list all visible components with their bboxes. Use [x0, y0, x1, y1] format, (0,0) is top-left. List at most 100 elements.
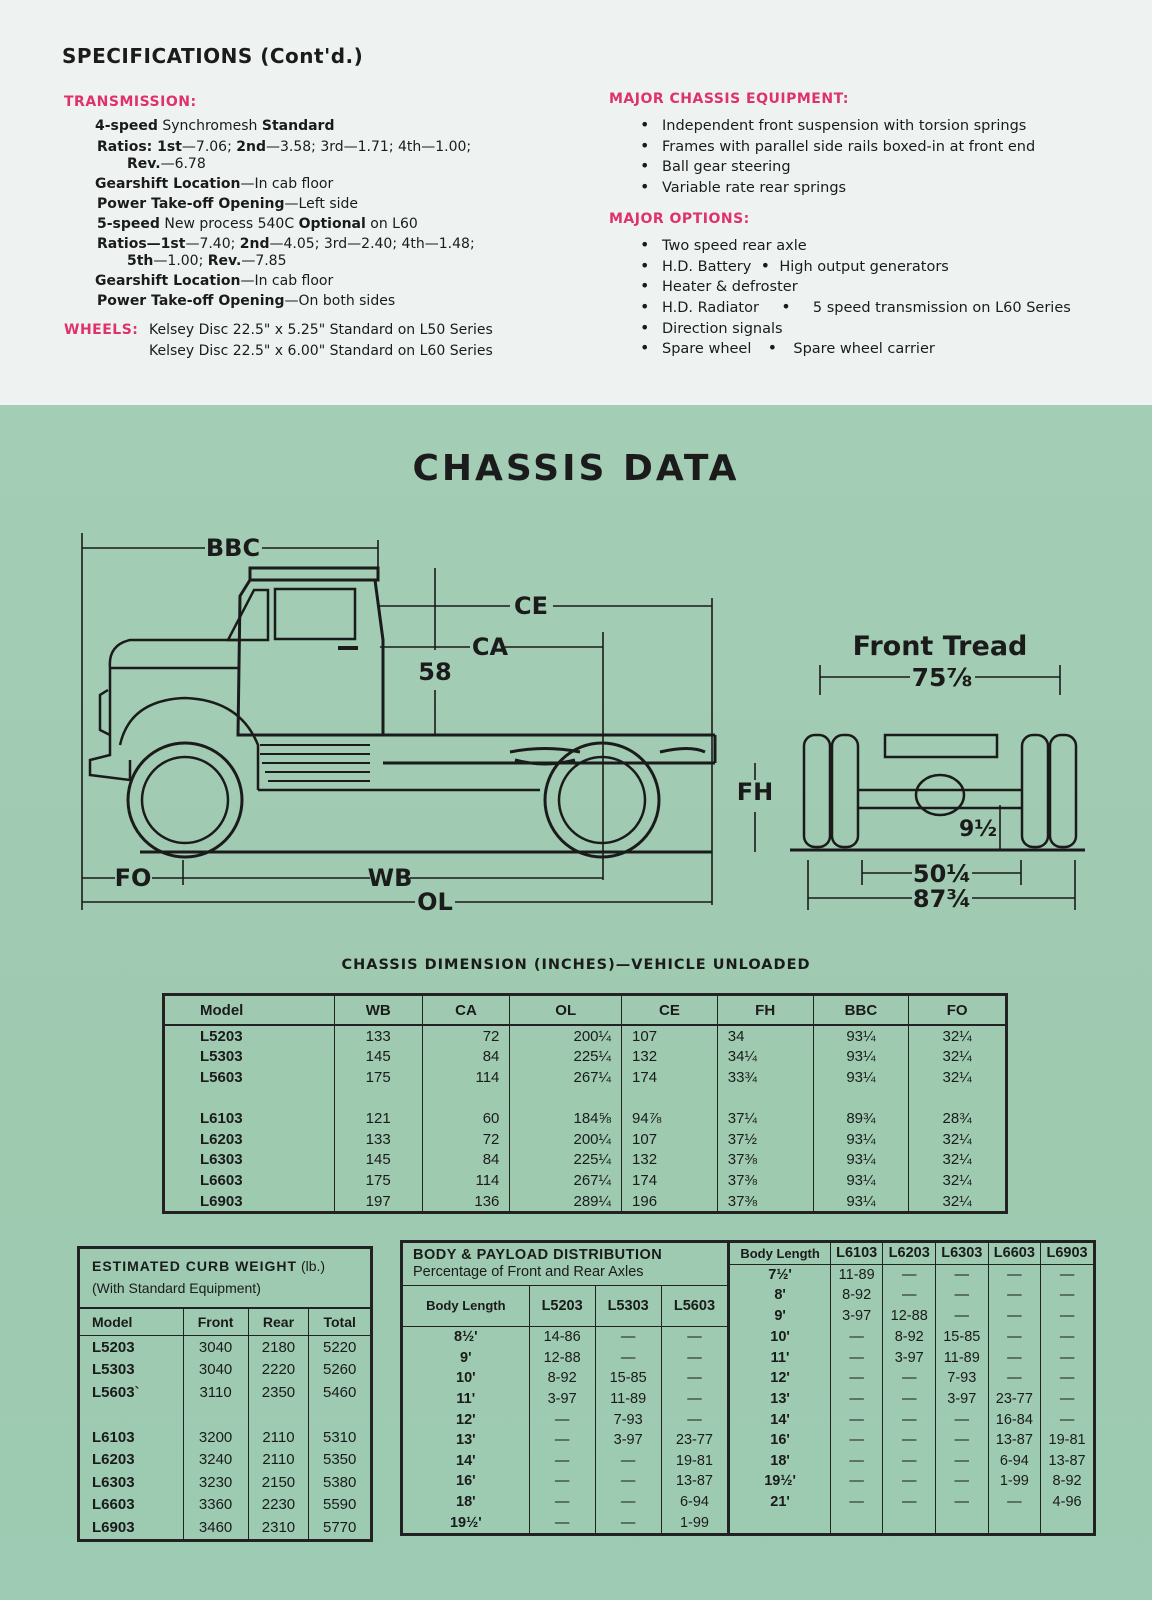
table-cell: 28¾	[908, 1108, 1007, 1129]
list-item: •Two speed rear axle	[640, 235, 807, 254]
table-cell: —	[987, 1326, 1041, 1348]
table-cell: 84	[421, 1046, 510, 1068]
model-cell: L6303	[92, 1473, 135, 1491]
column-header: Total	[308, 1308, 372, 1336]
table-cell: 200¼	[509, 1128, 622, 1150]
transmission-heading: TRANSMISSION:	[64, 94, 197, 110]
table-cell: 121	[333, 1108, 423, 1129]
column-header: OL	[509, 994, 622, 1026]
list-item: •Ball gear steering	[640, 156, 791, 176]
bold-text: Rev.	[207, 253, 242, 269]
table-cell: 32¼	[908, 1128, 1007, 1150]
table-cell: 267¼	[509, 1067, 622, 1088]
table-cell	[716, 1087, 814, 1109]
bold-text: Gearshift Location	[95, 273, 241, 289]
table-cell: 15-85	[935, 1326, 989, 1348]
dimension-lines	[81, 533, 756, 910]
table-cell: 197	[333, 1190, 423, 1213]
table-cell: —	[987, 1368, 1041, 1389]
table-cell: 12-88	[882, 1305, 936, 1327]
table-cell: 267¼	[509, 1170, 622, 1191]
column-header: Model	[163, 994, 335, 1026]
table-cell: 107	[621, 1025, 718, 1047]
truck-side-view	[88, 566, 717, 859]
table-cell: 13-87	[987, 1429, 1041, 1451]
bold-text: Power Take-off Opening	[97, 293, 285, 309]
table-cell: —	[528, 1471, 596, 1492]
body-length-cell: 10'	[456, 1370, 476, 1387]
text: —7.85	[241, 253, 287, 269]
fh-label: FH	[737, 778, 773, 806]
table-cell: 8-92	[882, 1326, 936, 1348]
bold-text: Standard	[261, 118, 335, 134]
table-cell	[621, 1087, 718, 1109]
list-item: •Spare wheel•Spare wheel carrier	[640, 338, 935, 358]
transmission-line: 5th—1.00; Rev.—7.85	[127, 253, 287, 269]
column-header: L5603	[660, 1285, 729, 1327]
table-cell: 225¼	[509, 1046, 622, 1068]
table-cell: 3460	[182, 1516, 249, 1540]
body-length-cell: 16'	[456, 1473, 476, 1490]
table-cell: —	[987, 1305, 1041, 1327]
table-cell: 174	[621, 1067, 718, 1088]
wb-label: WB	[368, 864, 413, 892]
ce-label: CE	[514, 592, 548, 620]
table-cell: 5590	[308, 1493, 372, 1516]
table-cell: 2110	[247, 1448, 309, 1471]
table-cell: —	[1040, 1305, 1095, 1327]
body-length-cell: 16'	[727, 1429, 831, 1451]
table-cell: 133	[333, 1128, 423, 1150]
body-length-cell: 11'	[727, 1347, 831, 1369]
table-cell: 89¾	[812, 1108, 909, 1129]
table-cell: 8-92	[829, 1285, 883, 1306]
table-cell: 3360	[182, 1493, 249, 1516]
table-cell: —	[594, 1347, 662, 1369]
major-options-heading: MAJOR OPTIONS:	[609, 211, 750, 227]
body-length-cell: 9'	[460, 1349, 472, 1366]
model-cell: L6603	[200, 1171, 243, 1189]
bold-text: Power Take-off Opening	[97, 196, 285, 212]
transmission-line: 5-speed New process 540C Optional on L60	[97, 216, 418, 232]
table-cell: 2310	[247, 1516, 309, 1540]
table-cell: 2150	[247, 1471, 309, 1494]
column-header: L5303	[594, 1285, 662, 1327]
body-length-cell: 7½'	[727, 1264, 831, 1286]
table-cell: —	[1040, 1347, 1095, 1369]
table-cell: —	[935, 1409, 989, 1430]
table-cell: —	[1040, 1388, 1095, 1410]
table-cell: 72	[421, 1025, 510, 1047]
table-cell: —	[829, 1326, 883, 1348]
table-cell: —	[935, 1264, 989, 1286]
table-cell: 2180	[247, 1335, 309, 1359]
text: Synchromesh	[157, 118, 262, 134]
table-cell: —	[882, 1388, 936, 1410]
body-length-cell: 19½'	[449, 1514, 482, 1531]
bold-text: Optional	[298, 216, 366, 232]
model-cell: L5203	[200, 1027, 243, 1045]
table-cell: —	[528, 1409, 596, 1430]
table-cell: —	[829, 1347, 883, 1369]
table-cell: —	[987, 1285, 1041, 1306]
fo-label: FO	[115, 864, 152, 892]
table-cell: 196	[621, 1190, 718, 1213]
text: —6.78	[160, 156, 206, 172]
text: —1.00;	[153, 253, 208, 269]
table-cell: 33¾	[716, 1067, 814, 1088]
model-cell	[164, 1088, 335, 1109]
column-header: L6303	[935, 1241, 989, 1265]
model-cell	[79, 1404, 184, 1427]
tread-dimension-lines	[807, 665, 1076, 910]
table-cell: 136	[421, 1190, 510, 1213]
ground-clearance-value: 9½	[959, 817, 997, 842]
table-cell: 3230	[182, 1471, 249, 1494]
table-cell: 3-97	[882, 1347, 936, 1369]
specifications-title: SPECIFICATIONS (Cont'd.)	[62, 44, 364, 68]
dimension-table-title: CHASSIS DIMENSION (INCHES)—VEHICLE UNLOA…	[341, 957, 811, 973]
table-cell: —	[660, 1368, 729, 1389]
table-cell: 94⅞	[621, 1108, 718, 1129]
front-tread-label: Front Tread	[853, 631, 1028, 662]
